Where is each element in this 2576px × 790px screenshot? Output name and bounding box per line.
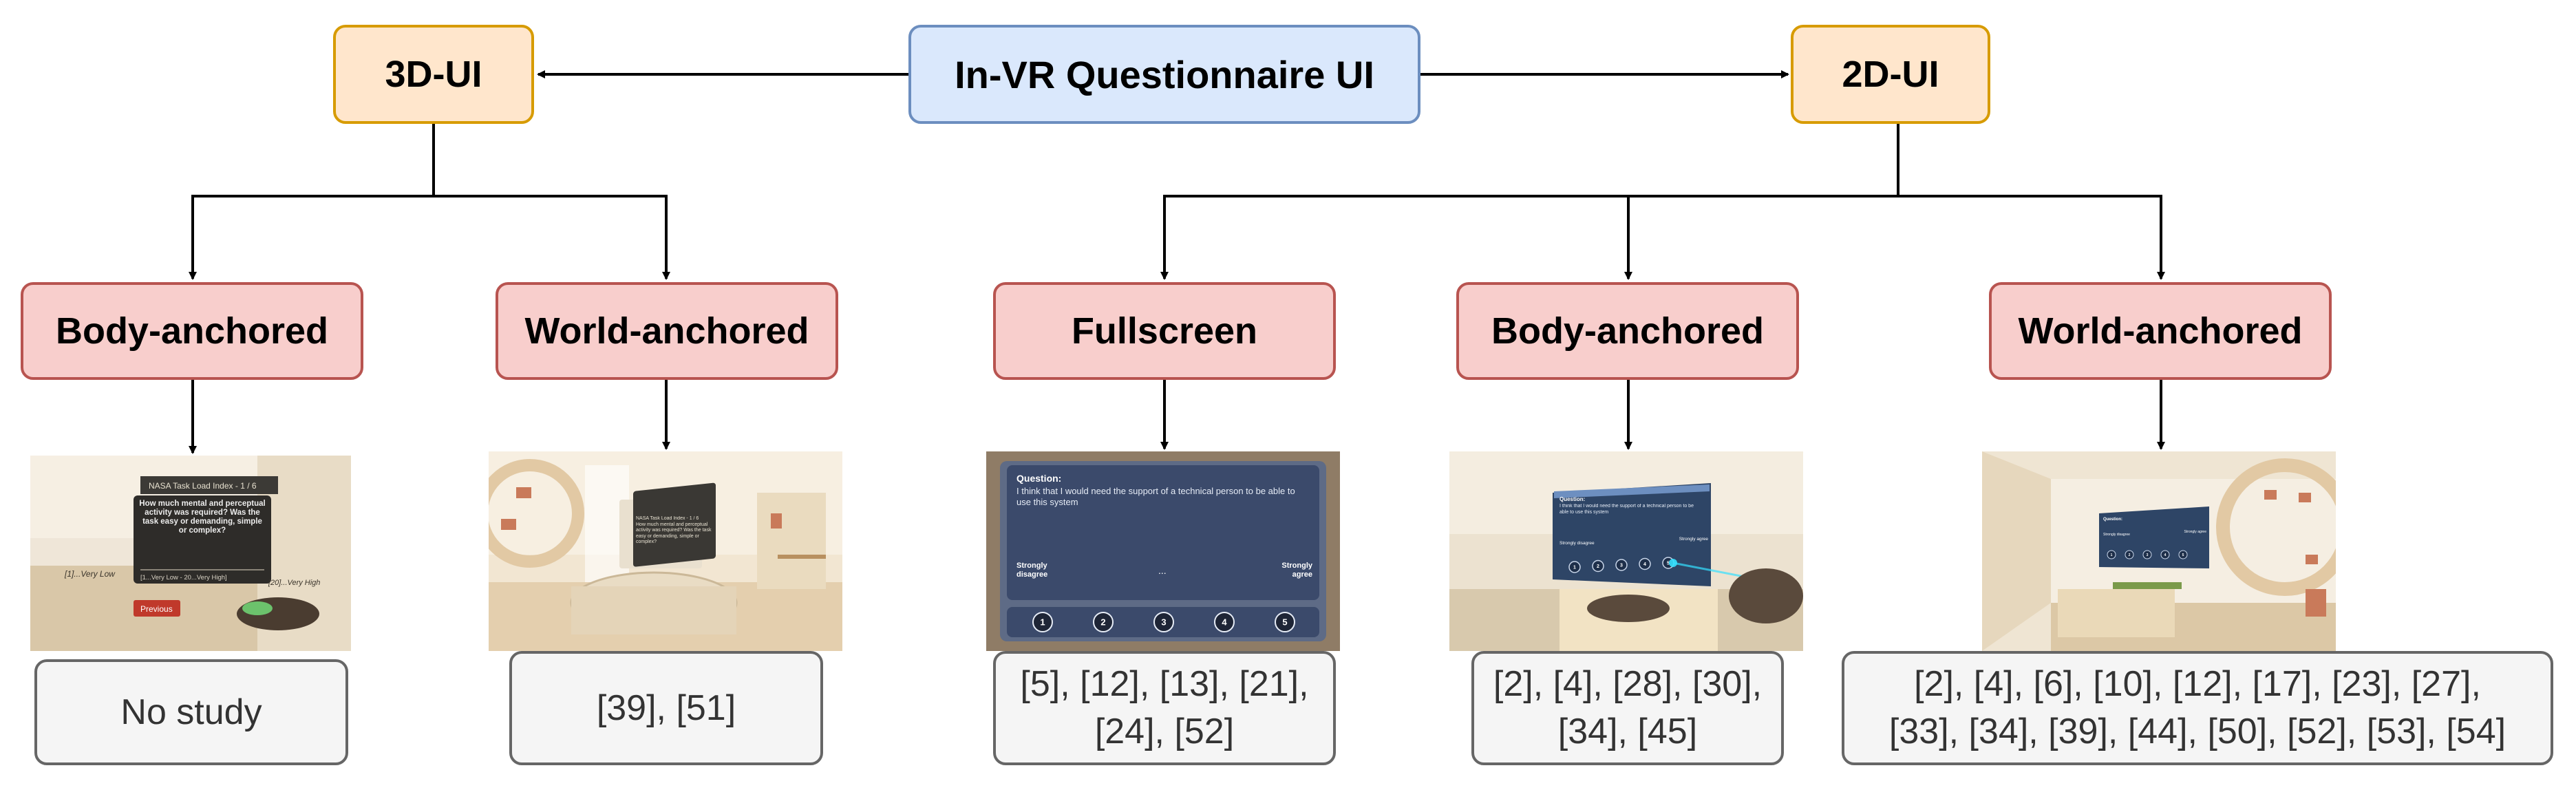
thumb-body2d-right-anchor: Strongly agree: [1679, 537, 1708, 542]
thumb-option-circle: [1615, 559, 1628, 571]
refs-3d-world-text: [39], [51]: [596, 687, 736, 728]
thumb-option-label: 3: [2147, 553, 2149, 557]
thumb-option-label: 2: [1597, 564, 1599, 569]
screenshot-2d-fullscreen: Question: I think that I would need the …: [986, 451, 1340, 651]
thumb-option-label: 1: [1040, 617, 1045, 628]
thumb-3d-body-button: Previous: [140, 604, 173, 614]
refs-fullscreen-line-1: [5], [12], [13], [21],: [1020, 664, 1309, 705]
thumb-3d-body-left-label: [1]...Very Low: [64, 569, 116, 579]
edge-3d-to-world: [434, 195, 670, 280]
category-2d-ui: 2D-UI: [1791, 25, 1990, 124]
thumb-3d-body-scale: [1...Very Low - 20...Very High]: [140, 574, 227, 581]
node-2d-fullscreen-label: Fullscreen: [1071, 310, 1258, 352]
node-2d-world-anchored: World-anchored: [1989, 282, 2332, 380]
thumb-option-label: 4: [1222, 617, 1227, 628]
edge-2d-to-fullscreen: [1160, 124, 1899, 280]
thumb-body2d-question: I think that I would need the support of…: [1560, 504, 1694, 515]
thumb-3d-body-right-label: [20]...Very High: [268, 579, 320, 587]
screenshot-3d-body-anchored: NASA Task Load Index - 1 / 6 How much me…: [30, 456, 351, 651]
node-3d-world-anchored: World-anchored: [496, 282, 838, 380]
thumb-world2d-right-anchor: Strongly agree: [2184, 530, 2206, 534]
thumb-option-label: 2: [2129, 553, 2131, 557]
thumb-option-label: 2: [1100, 617, 1105, 628]
node-3d-body-anchored: Body-anchored: [21, 282, 363, 380]
refs-2d-world-anchored: [2], [4], [6], [10], [12], [17], [23], […: [1842, 651, 2553, 765]
thumb-option-circle: [2160, 550, 2170, 559]
category-3d-ui-label: 3D-UI: [385, 54, 482, 95]
thumb-option-label: 5: [2182, 553, 2184, 557]
thumb-fullscreen-question: I think that I would need the support of…: [1016, 486, 1295, 507]
thumb-option-label: 5: [1282, 617, 1287, 628]
thumb-option-circle: [1214, 612, 1235, 632]
node-3d-body-anchored-label: Body-anchored: [55, 310, 329, 352]
refs-2d-body-anchored: [2], [4], [28], [30], [34], [45]: [1471, 651, 1784, 765]
refs-3d-body-anchored: No study: [34, 659, 348, 765]
root-label: In-VR Questionnaire UI: [955, 52, 1374, 96]
thumb-option-circle: [1639, 557, 1651, 570]
thumb-option-label: 1: [2111, 553, 2113, 557]
screenshot-2d-world-anchored: Question: Strongly disagree Strongly agr…: [1982, 451, 2336, 651]
thumb-3d-body-question: How much mental and perceptual activity …: [139, 500, 266, 535]
node-2d-body-anchored: Body-anchored: [1456, 282, 1799, 380]
refs-body2d-line-2: [34], [45]: [1557, 712, 1698, 751]
thumb-3d-world-header: NASA Task Load Index - 1 / 6: [636, 516, 699, 521]
thumb-3d-body-header: NASA Task Load Index - 1 / 6: [149, 481, 257, 491]
edge-2d-to-world: [1898, 195, 2165, 280]
thumb-option-circle: [2107, 550, 2116, 559]
edge-3d-to-body: [189, 124, 435, 280]
thumb-option-circle: [2178, 550, 2188, 559]
thumb-option-circle: [1275, 612, 1295, 632]
thumb-world2d-heading: Question:: [2103, 517, 2122, 522]
screenshot-3d-world-anchored: NASA Task Load Index - 1 / 6 How much me…: [489, 451, 842, 651]
category-3d-ui: 3D-UI: [333, 25, 534, 124]
root-node: In-VR Questionnaire UI: [908, 25, 1420, 124]
thumb-fullscreen-middle: ...: [1158, 565, 1167, 576]
refs-world2d-line-2: [33], [34], [39], [44], [50], [52], [53]…: [1888, 712, 2506, 751]
edge-2d-to-body: [1624, 195, 1898, 280]
thumb-option-circle: [1093, 612, 1114, 632]
thumb-3d-world-question: How much mental and perceptual activity …: [636, 522, 712, 545]
thumb-option-circle: [1592, 559, 1604, 573]
refs-3d-world-anchored: [39], [51]: [509, 651, 823, 765]
node-3d-world-anchored-label: World-anchored: [524, 310, 809, 352]
thumb-option-label: 4: [1643, 562, 1646, 567]
thumb-option-circle: [2142, 550, 2152, 559]
node-2d-world-anchored-label: World-anchored: [2018, 310, 2303, 352]
refs-2d-fullscreen: [5], [12], [13], [21], [24], [52]: [993, 651, 1336, 765]
thumb-fullscreen-left-anchor: Strongly disagree: [1016, 562, 1048, 579]
thumb-option-label: 3: [1620, 563, 1623, 568]
thumb-option-label: 5: [1667, 561, 1670, 566]
node-2d-body-anchored-label: Body-anchored: [1491, 310, 1765, 352]
thumb-fullscreen-right-anchor: Strongly agree: [1281, 562, 1312, 579]
thumb-option-label: 4: [2164, 553, 2167, 557]
thumb-option-label: 1: [1573, 565, 1576, 570]
thumb-option-circle: [1568, 561, 1581, 573]
node-2d-fullscreen: Fullscreen: [993, 282, 1336, 380]
thumb-option-circle: [1032, 612, 1053, 632]
refs-body2d-line-1: [2], [4], [28], [30],: [1493, 664, 1763, 705]
thumb-world2d-left-anchor: Strongly disagree: [2103, 533, 2130, 537]
refs-3d-body-text: No study: [120, 692, 262, 732]
thumb-body2d-heading: Question:: [1560, 496, 1585, 502]
thumb-body2d-left-anchor: Strongly disagree: [1560, 541, 1595, 546]
screenshot-2d-body-anchored: Question: I think that I would need the …: [1449, 451, 1803, 651]
thumb-option-label: 3: [1161, 617, 1166, 628]
thumb-fullscreen-heading: Question:: [1016, 473, 1061, 484]
thumb-option-circle: [2125, 550, 2134, 559]
category-2d-ui-label: 2D-UI: [1842, 54, 1939, 95]
refs-fullscreen-line-2: [24], [52]: [1094, 712, 1235, 751]
refs-world2d-line-1: [2], [4], [6], [10], [12], [17], [23], […: [1914, 664, 2481, 705]
thumb-option-circle: [1153, 612, 1174, 632]
